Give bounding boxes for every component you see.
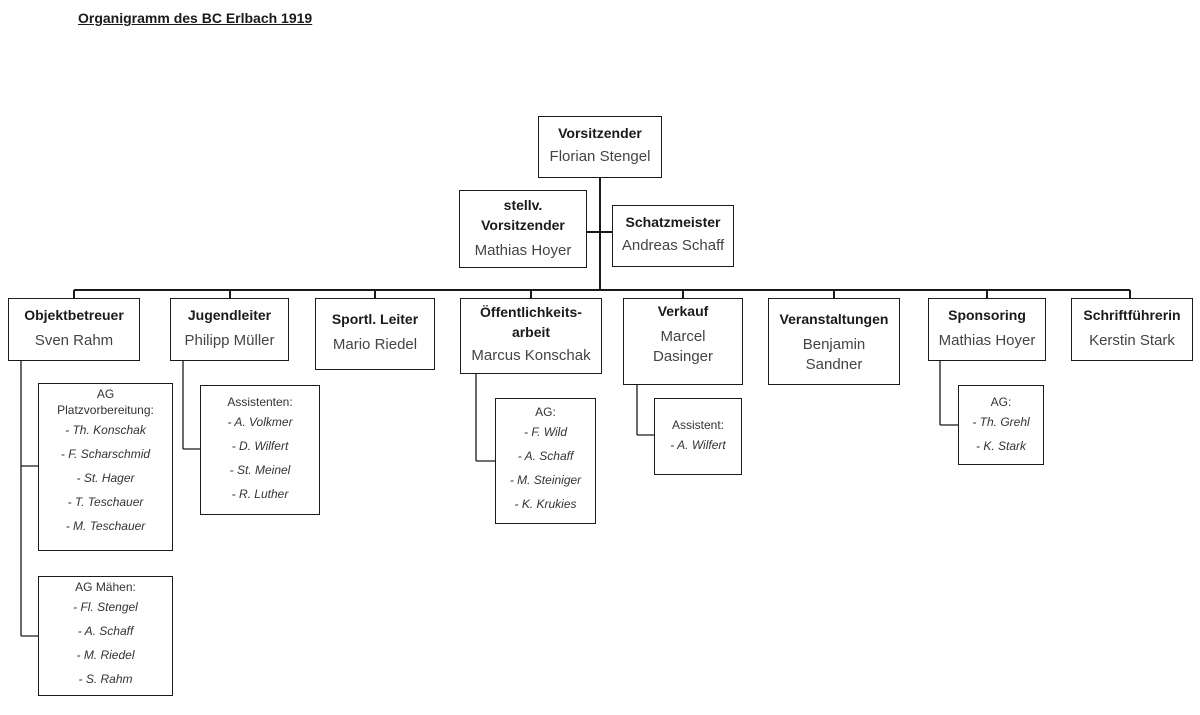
subgroup-ag-sponsoring: AG: - Th. Grehl - K. Stark (958, 385, 1044, 465)
person-name: Mario Riedel (332, 336, 418, 353)
subgroup-heading: AG: (535, 405, 556, 419)
member-item: - M. Riedel (76, 648, 135, 662)
role-label: Öffentlichkeits- arbeit (480, 304, 582, 340)
person-name: Florian Stengel (549, 148, 651, 165)
subgroup-ag-oeffentlichkeitsarbeit: AG: - F. Wild - A. Schaff - M. Steiniger… (495, 398, 596, 524)
member-item: - A. Volkmer (227, 415, 293, 429)
box-veranstaltungen: Veranstaltungen Benjamin Sandner (768, 298, 900, 385)
role-label: Vorsitzender (558, 125, 642, 141)
box-vorsitzender: Vorsitzender Florian Stengel (538, 116, 662, 178)
subgroup-heading: AG Platzvorbereitung: (57, 387, 154, 417)
member-item: - S. Rahm (78, 672, 133, 686)
member-item: - A. Wilfert (670, 438, 726, 452)
subgroup-ag-maehen: AG Mähen: - Fl. Stengel - A. Schaff - M.… (38, 576, 173, 696)
chart-title: Organigramm des BC Erlbach 1919 (78, 10, 313, 26)
box-oeffentlichkeitsarbeit: Öffentlichkeits- arbeit Marcus Konschak (460, 298, 602, 374)
subgroup-heading: Assistenten: (227, 395, 293, 409)
subgroup-heading: AG Mähen: (75, 580, 136, 594)
member-item: - Th. Grehl (972, 415, 1030, 429)
member-item: - Th. Konschak (65, 423, 146, 437)
member-item: - St. Meinel (229, 463, 291, 477)
role-label: Schriftführerin (1083, 307, 1181, 323)
person-name: Philipp Müller (184, 332, 275, 349)
box-sponsoring: Sponsoring Mathias Hoyer (928, 298, 1046, 361)
box-objektbetreuer: Objektbetreuer Sven Rahm (8, 298, 140, 361)
role-label: stellv. Vorsitzender (481, 197, 565, 233)
person-name: Benjamin Sandner (802, 336, 866, 373)
role-label: Sponsoring (948, 307, 1026, 323)
subgroup-ag-platzvorbereitung: AG Platzvorbereitung: - Th. Konschak - F… (38, 383, 173, 551)
box-sportl-leiter: Sportl. Leiter Mario Riedel (315, 298, 435, 370)
box-schriftfuehrerin: Schriftführerin Kerstin Stark (1071, 298, 1193, 361)
member-item: - St. Hager (76, 471, 135, 485)
member-item: - F. Wild (523, 425, 567, 439)
person-name: Sven Rahm (34, 332, 114, 349)
box-jugendleiter: Jugendleiter Philipp Müller (170, 298, 289, 361)
subgroup-assistent: Assistent: - A. Wilfert (654, 398, 742, 475)
role-label: Objektbetreuer (24, 307, 124, 323)
person-name: Mathias Hoyer (938, 332, 1036, 349)
person-name: Kerstin Stark (1089, 332, 1175, 349)
member-item: - A. Schaff (517, 449, 574, 463)
subgroup-assistenten: Assistenten: - A. Volkmer - D. Wilfert -… (200, 385, 320, 515)
member-item: - T. Teschauer (67, 495, 144, 509)
role-label: Sportl. Leiter (331, 311, 419, 327)
role-label: Jugendleiter (187, 307, 272, 323)
member-item: - D. Wilfert (231, 439, 289, 453)
member-item: - Fl. Stengel (73, 600, 138, 614)
role-label: Veranstaltungen (779, 311, 889, 327)
person-name: Marcel Dasinger (652, 328, 714, 365)
box-schatzmeister: Schatzmeister Andreas Schaff (612, 205, 734, 267)
member-item: - K. Krukies (514, 497, 577, 511)
subgroup-heading: Assistent: (671, 418, 725, 432)
box-verkauf: Verkauf Marcel Dasinger (623, 298, 743, 385)
member-item: - M. Steiniger (509, 473, 582, 487)
subgroup-heading: AG: (990, 395, 1012, 409)
role-label: Schatzmeister (625, 214, 721, 230)
person-name: Andreas Schaff (621, 237, 725, 254)
member-item: - M. Teschauer (65, 519, 146, 533)
member-item: - F. Scharschmid (60, 447, 151, 461)
member-item: - A. Schaff (77, 624, 134, 638)
person-name: Marcus Konschak (471, 347, 591, 364)
role-label: Verkauf (657, 303, 709, 319)
box-stellv-vorsitzender: stellv. Vorsitzender Mathias Hoyer (459, 190, 587, 268)
person-name: Mathias Hoyer (474, 242, 572, 259)
member-item: - K. Stark (975, 439, 1026, 453)
member-item: - R. Luther (231, 487, 289, 501)
